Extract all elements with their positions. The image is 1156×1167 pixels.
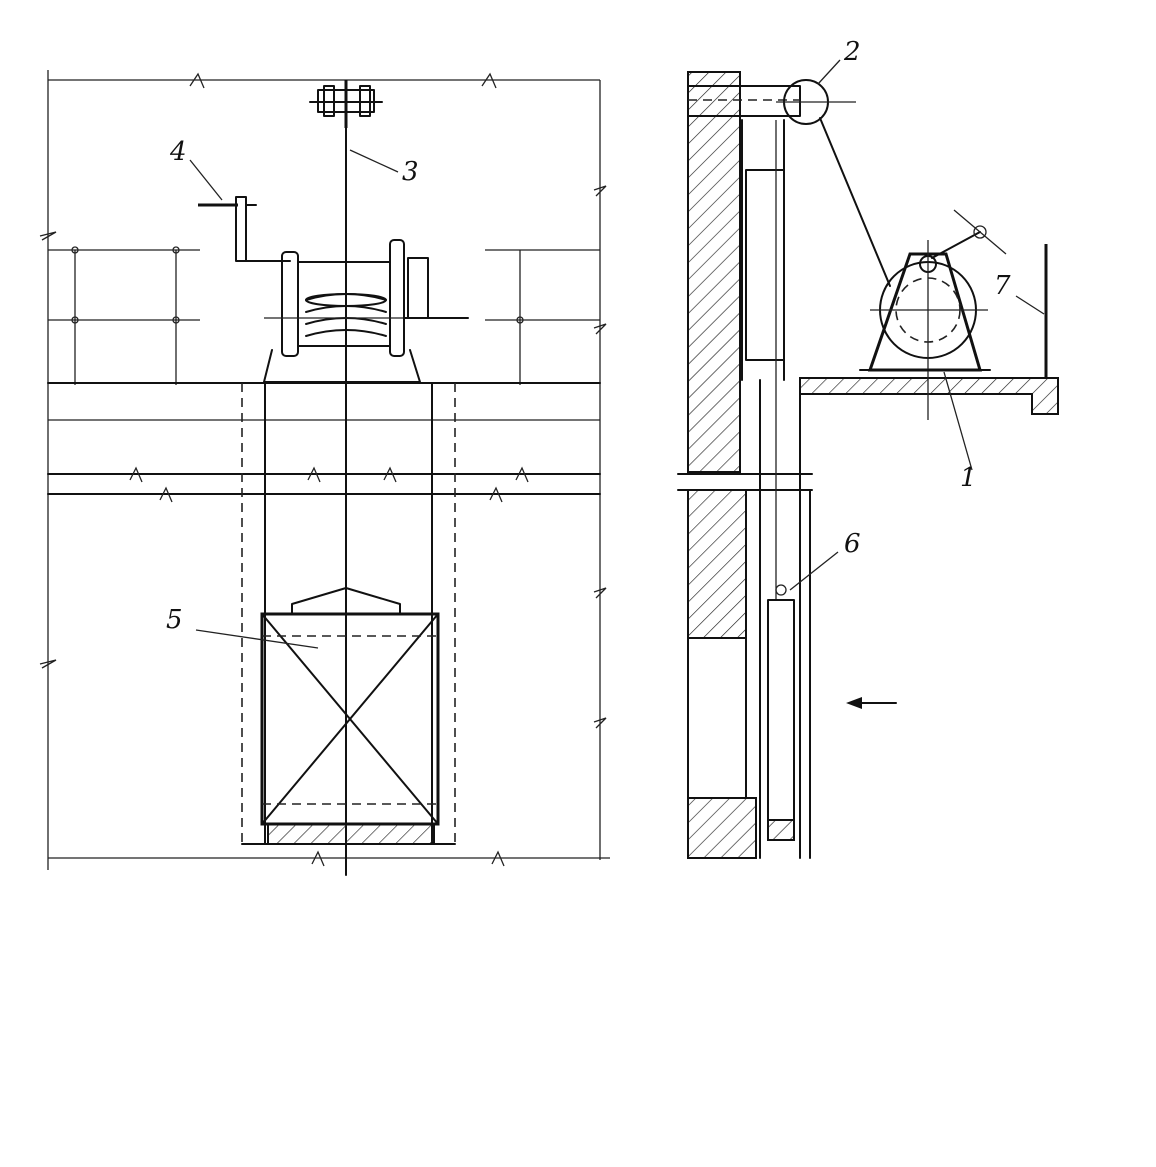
wall-upper-section <box>687 71 741 473</box>
front-elevation-view <box>39 70 610 876</box>
break-mark <box>491 850 505 867</box>
break-mark <box>481 72 497 89</box>
callout-7: 7 <box>994 271 1011 301</box>
break-mark <box>593 587 607 599</box>
break-mark <box>189 72 205 89</box>
callout-4: 4 <box>169 137 187 167</box>
side-floor-slab <box>799 377 1059 415</box>
hoist-cage <box>260 587 440 845</box>
winch-drum <box>239 239 469 383</box>
break-mark <box>593 717 607 729</box>
right-scaffold-grid <box>485 249 600 385</box>
callout-leaders <box>189 59 1045 649</box>
side-winch <box>859 209 1007 420</box>
outrigger-beam <box>687 79 856 125</box>
wall-middle-section <box>687 489 747 639</box>
floor-slab <box>47 382 601 503</box>
left-scaffold-grid <box>48 246 200 385</box>
callout-3: 3 <box>402 157 419 187</box>
break-mark <box>593 323 607 335</box>
winch-hand-crank <box>198 196 281 262</box>
break-mark <box>593 185 607 197</box>
break-mark <box>311 850 325 867</box>
window-opening <box>687 637 747 799</box>
callout-6: 6 <box>844 529 861 559</box>
side-rope <box>819 117 891 287</box>
break-mark <box>39 659 57 669</box>
side-guide-rails <box>741 119 811 859</box>
break-mark <box>39 231 57 241</box>
side-cage <box>767 584 795 841</box>
callout-2: 2 <box>843 37 861 67</box>
callout-5: 5 <box>166 605 183 635</box>
side-section-view <box>677 71 1059 859</box>
callout-1: 1 <box>960 463 977 493</box>
direction-arrow-icon <box>846 697 897 709</box>
wall-lower-section <box>687 797 757 859</box>
